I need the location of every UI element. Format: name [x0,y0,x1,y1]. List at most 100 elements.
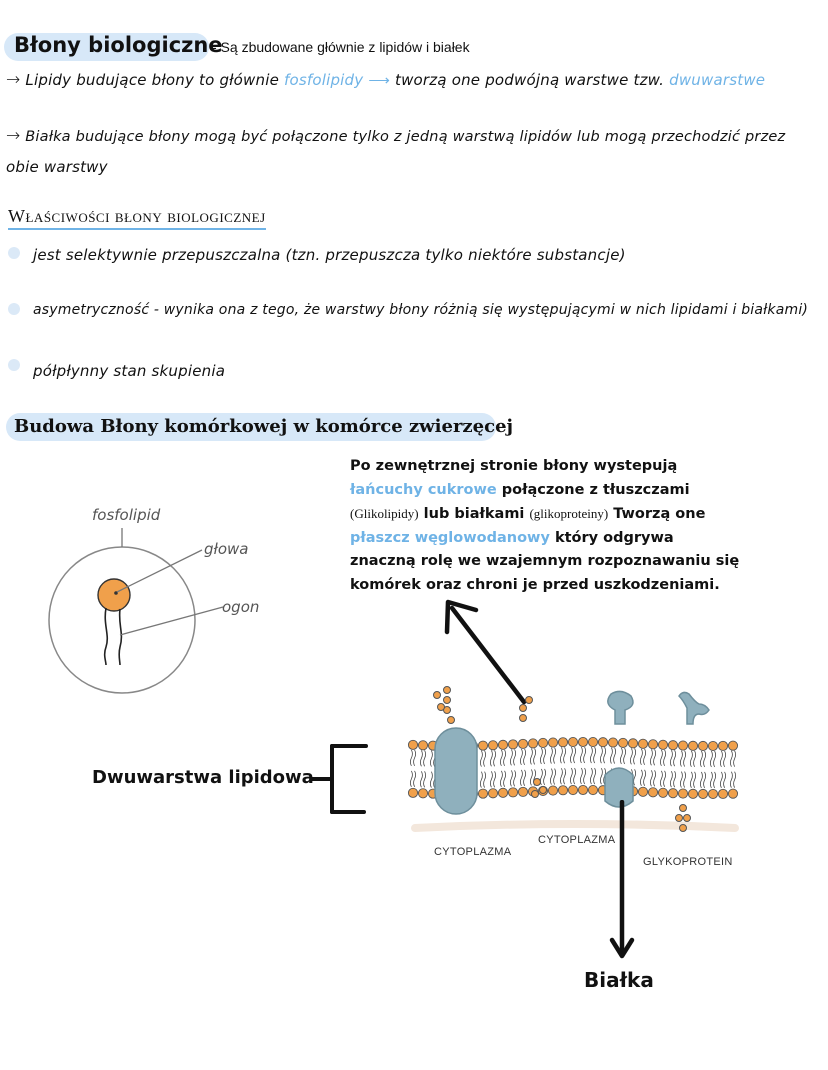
lipid-head-icon [567,737,579,748]
lipid-tail-icon [483,750,486,767]
lipid-tail-icon [630,748,633,765]
lipid-tail-icon [513,770,516,787]
lipid-tail-icon [660,749,663,766]
proteins-line: → Białka budujące błony mogą być połączo… [6,126,785,146]
lipid-tail-icon [653,749,656,766]
lipid-head-icon [587,785,599,796]
lipid-tail-icon [600,747,603,764]
lipid-tail-icon [703,771,706,789]
lipid-tail-icon [500,770,503,788]
lipid-tail-icon [543,768,546,786]
lipid-tail-icon [600,768,603,785]
lipid-tail-icon [690,750,693,768]
lipid-tail-icon [480,771,483,788]
lipid-head-icon [657,787,669,798]
lipid-tail-icon [700,750,703,768]
lipid-tail-icon [713,771,716,789]
lipid-head-icon [667,788,679,799]
lipid-tail-icon [423,771,426,788]
bullet-icon [8,303,20,315]
tail-pointer [119,606,224,636]
lipid-tail-icon [570,746,573,764]
lipid-tail-icon [670,750,673,767]
lipid-head-icon [707,740,719,752]
lipid-tail-icon [593,767,596,785]
lipid-tail-icon [413,749,416,767]
bilayer-highlight: dwuwarstwe [669,71,766,89]
arrow-up-icon [444,599,527,705]
lipid-tail-icon [663,749,666,766]
lipid-head-icon [487,788,499,799]
lipid-tail-icon [680,771,683,788]
lipid-tail-icon [640,748,643,766]
lipid-head-icon [417,740,429,751]
lipid-tail-icon [500,749,503,767]
lipid-tail-icon [420,771,423,788]
lipid-tail-icon [573,767,576,785]
glycolipids-note: (Glikolipidy) [350,506,419,521]
lipid-head-icon [677,788,689,799]
lipid-tail-icon [733,750,736,767]
lipid-tail-icon [663,770,666,787]
lipid-tail-icon [590,767,593,785]
bracket-icon [310,744,368,814]
sugar-chain-icon [531,778,691,832]
lipid-head-icon [507,739,519,750]
glycoprotein-icon [607,690,634,725]
lipid-tail-icon [410,770,413,788]
lipid-tail-icon [560,747,563,764]
lipids-text: Lipidy budujące błony to głównie [25,71,284,89]
lipid-head-icon [547,785,559,796]
glycoprotein-label: GLYKOPROTEIN [643,856,733,868]
desc-line: Po zewnętrznej stronie błony wystepują [350,458,678,474]
lipid-tail-icon [550,747,553,764]
lipid-tail-icon [550,768,553,785]
lipid-head-icon [557,785,569,796]
lipid-tail-icon [730,750,733,767]
arrow-down-icon [609,800,635,959]
lipid-head-icon [647,739,659,750]
lipid-tail-icon [490,771,493,788]
lipid-tail-icon [480,750,483,767]
lipid-tail-icon [723,771,726,789]
lipid-tail-icon [560,768,563,785]
lipid-tail-icon [520,769,523,787]
lipid-tail-icon [423,750,426,767]
phospholipid-diagram [48,528,224,694]
lipid-head-icon [407,787,419,798]
bilayer-label: Dwuwarstwa lipidowa [92,767,314,788]
glycocalyx-highlight: płaszcz węglowodanowy [350,529,550,546]
lipid-tail-icon [563,768,566,785]
lipid-head-icon [707,788,719,800]
lipid-head-icon [557,737,569,748]
lipid-tail-icon [713,750,716,768]
lipid-tail-icon [413,770,416,788]
lipid-head-icon [477,788,489,799]
lipid-head-icon [407,739,419,750]
lipid-tail-icon [670,771,673,788]
lipid-tail-icon [553,747,556,764]
desc-text: lub białkami [418,506,530,522]
lipid-head-icon [507,787,519,798]
lipid-tail-icon [733,771,736,788]
lipid-tail-icon [583,767,586,785]
lipid-tail-icon [410,749,413,767]
desc-line: płaszcz węglowodanowy który odgrywa [350,527,770,551]
lipid-tail-icon [693,771,696,789]
desc-text: Tworzą one [608,506,706,522]
lipid-head-icon [477,740,489,751]
arrow-icon: → [6,126,21,146]
lipid-tail-icon [690,771,693,789]
lipid-tail-icon [653,770,656,787]
proteins-label: Białka [584,968,654,992]
lipid-tail-icon [710,750,713,768]
lipid-tail-icon [493,750,496,767]
cytoplasm-label-left: CYTOPLAZMA [434,846,512,858]
lipid-head-icon [527,738,539,749]
lipid-head-icon [717,788,729,799]
cell-membrane-diagram [407,686,739,832]
lipid-head-icon [727,788,739,799]
lipid-head-icon [697,740,709,752]
lipid-tail-icon [490,750,493,767]
head-label: głowa [204,540,249,558]
